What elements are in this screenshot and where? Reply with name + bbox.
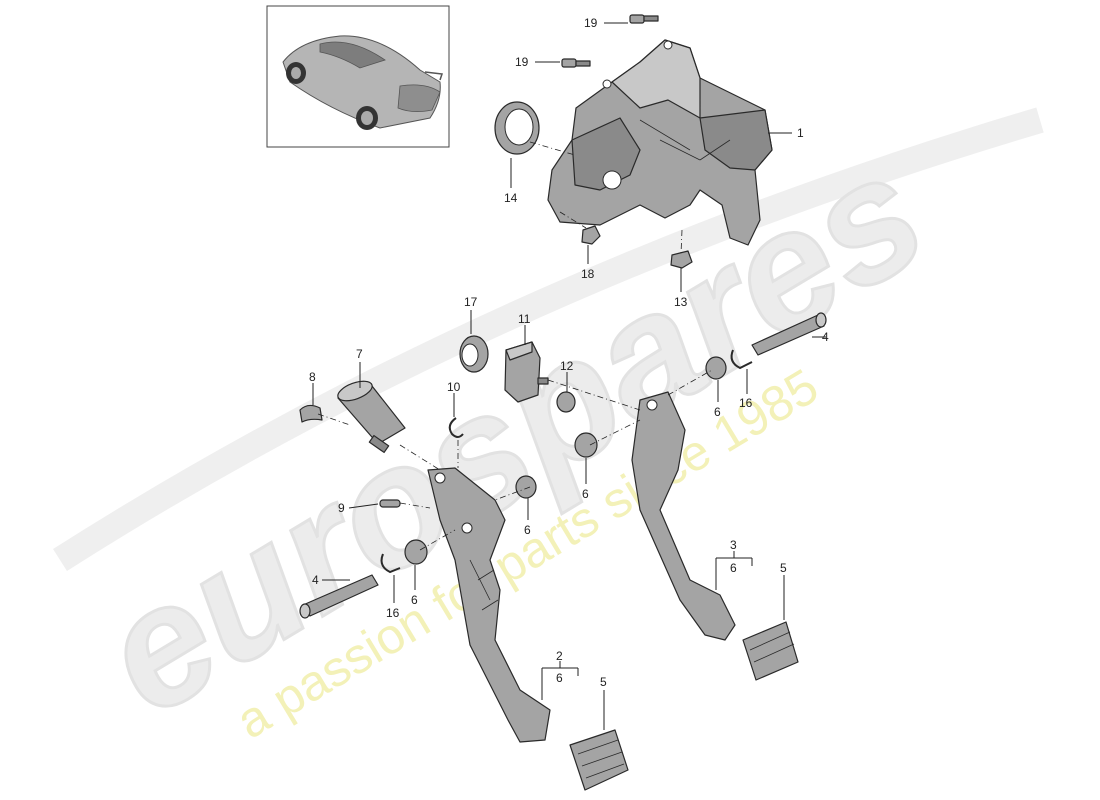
pedal-pad-lower <box>569 729 629 791</box>
watermark-swoosh <box>53 107 1044 571</box>
callout-18: 18 <box>581 267 595 281</box>
callout-1: 1 <box>797 126 804 140</box>
callout-3-sub: 6 <box>730 561 737 575</box>
screw-upper <box>629 14 659 24</box>
callout-13: 13 <box>674 295 688 309</box>
callout-5-upper: 5 <box>780 561 787 575</box>
screw-lower <box>561 58 591 68</box>
spring-cylinder <box>337 380 406 454</box>
bushing-17 <box>459 335 489 373</box>
watermark: eurospares a passion for parts since 198… <box>53 107 1044 753</box>
nut-13 <box>670 250 693 269</box>
clutch-pedal <box>427 467 551 743</box>
axle-lower <box>299 574 379 619</box>
callout-16-upper: 16 <box>739 396 753 410</box>
clip-8 <box>299 404 323 423</box>
bushing-6b <box>574 432 598 458</box>
callout-11: 11 <box>518 312 531 326</box>
callout-2: 2 <box>556 649 563 663</box>
car-thumbnail <box>266 5 450 148</box>
callout-16-lower: 16 <box>386 606 400 620</box>
leader-lines <box>312 22 826 730</box>
callout-14: 14 <box>504 191 518 205</box>
seal-ring <box>494 101 540 155</box>
callout-2-sub: 6 <box>556 671 563 685</box>
bushing-6a <box>515 475 537 499</box>
callout-4-lower: 4 <box>312 573 319 587</box>
pedal-pad-upper <box>742 621 799 681</box>
switch-holder <box>504 341 549 403</box>
bushing-6d <box>705 356 727 380</box>
callout-7: 7 <box>356 347 363 361</box>
assembly-lines <box>317 141 713 551</box>
callout-9: 9 <box>338 501 345 515</box>
callout-6-lower: 6 <box>411 593 418 607</box>
callout-17: 17 <box>464 295 478 309</box>
callout-6-mid: 6 <box>524 523 531 537</box>
cap-12 <box>556 391 576 413</box>
callout-10: 10 <box>447 380 461 394</box>
clip-16-upper <box>730 349 753 370</box>
callout-6-upper: 6 <box>714 405 721 419</box>
watermark-logo: eurospares <box>71 117 955 752</box>
pedal-box <box>547 39 773 246</box>
callout-labels: 1 19 19 14 18 13 17 11 12 10 7 8 9 4 16 … <box>309 16 829 689</box>
callout-3: 3 <box>730 538 737 552</box>
callout-12: 12 <box>560 359 574 373</box>
pin-9 <box>379 499 401 508</box>
callout-8: 8 <box>309 370 316 384</box>
callout-19-upper: 19 <box>584 16 598 30</box>
clip-10 <box>448 417 464 438</box>
nut-18 <box>581 225 601 245</box>
callout-19-lower: 19 <box>515 55 529 69</box>
callout-4-upper: 4 <box>822 330 829 344</box>
callout-5-lower: 5 <box>600 675 607 689</box>
clip-16-lower <box>380 553 401 574</box>
car-thumbnail-icon <box>282 35 444 130</box>
brake-pedal <box>631 391 736 641</box>
callout-6-center: 6 <box>582 487 589 501</box>
axle-upper <box>751 312 827 356</box>
bushing-6c <box>404 539 428 565</box>
